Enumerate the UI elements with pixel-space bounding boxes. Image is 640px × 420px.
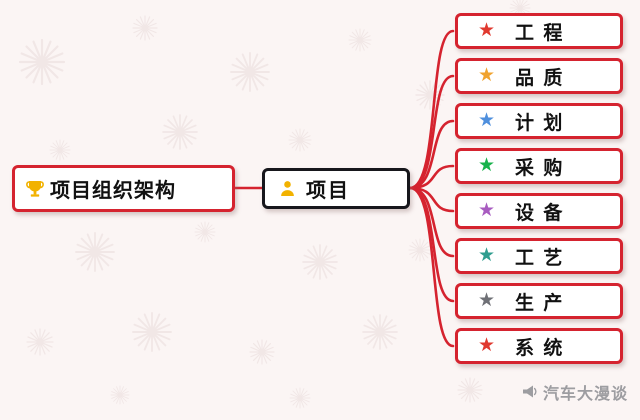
branch-node-quality[interactable]: ★ 品 质 (455, 58, 623, 94)
person-yellow-icon (279, 180, 296, 197)
branch-label: 采 购 (515, 157, 565, 179)
branch-label: 计 划 (515, 112, 565, 134)
branch-label: 工 程 (515, 22, 565, 44)
branch-node-planning[interactable]: ★ 计 划 (455, 103, 623, 139)
root-node-label: 项目组织架构 (50, 180, 176, 202)
branch-node-production[interactable]: ★ 生 产 (455, 283, 623, 319)
star-icon: ★ (478, 154, 496, 176)
star-icon: ★ (478, 109, 496, 131)
center-node-project[interactable]: 项目 (262, 168, 410, 209)
center-node-label: 项目 (306, 180, 350, 202)
megaphone-icon (522, 384, 538, 400)
connector-branch-0 (408, 29, 455, 190)
branch-node-engineering[interactable]: ★ 工 程 (455, 13, 623, 49)
star-icon: ★ (478, 199, 496, 221)
star-icon: ★ (478, 244, 496, 266)
branch-label: 品 质 (515, 67, 565, 89)
watermark: 汽车大漫谈 (522, 380, 628, 404)
star-icon: ★ (478, 19, 496, 41)
star-icon: ★ (478, 289, 496, 311)
connector-branch-1 (408, 74, 455, 190)
star-icon: ★ (478, 64, 496, 86)
branch-node-procurement[interactable]: ★ 采 购 (455, 148, 623, 184)
root-node-project-org[interactable]: 项目组织架构 (12, 165, 235, 212)
branch-label: 系 统 (515, 337, 565, 359)
branch-node-process[interactable]: ★ 工 艺 (455, 238, 623, 274)
branch-label: 设 备 (515, 202, 565, 224)
star-icon: ★ (478, 334, 496, 356)
trophy-icon (25, 179, 45, 199)
connector-branch-7 (408, 186, 455, 348)
watermark-label: 汽车大漫谈 (542, 386, 628, 403)
branch-label: 工 艺 (515, 247, 565, 269)
branch-node-equipment[interactable]: ★ 设 备 (455, 193, 623, 229)
connector-branch-2 (408, 119, 455, 190)
branch-label: 生 产 (515, 292, 565, 314)
branch-node-system[interactable]: ★ 系 统 (455, 328, 623, 364)
